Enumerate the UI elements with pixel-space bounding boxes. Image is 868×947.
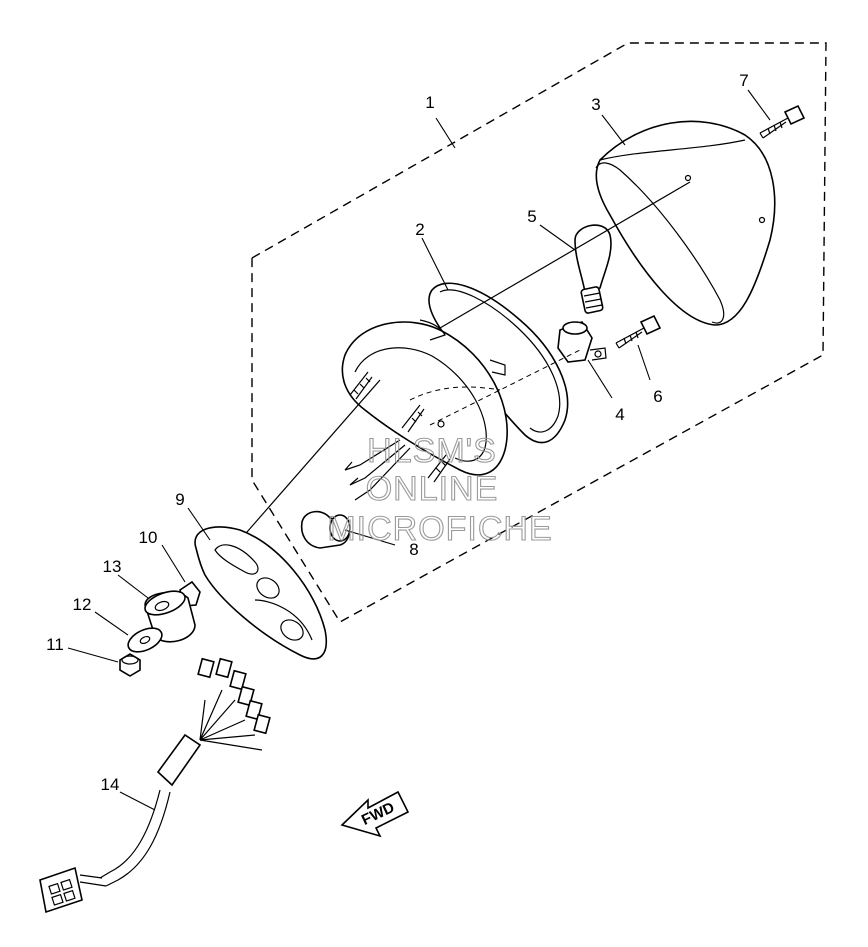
screw-part-6: [615, 314, 662, 349]
washer-part-12: [127, 627, 163, 653]
watermark-line-2: ONLINE: [366, 470, 499, 508]
callout-5: 5: [527, 207, 536, 226]
callout-12: 12: [73, 595, 92, 614]
wire-harness-part-14: [39, 657, 271, 914]
callout-7: 7: [739, 71, 748, 90]
damper-part-13: [144, 590, 196, 643]
watermark: HLSM'S ONLINE MICROFICHE: [327, 431, 552, 548]
watermark-line-1: HLSM'S: [367, 432, 497, 470]
lens-part-3: [595, 120, 776, 326]
fwd-arrow-badge: FWD: [340, 790, 410, 838]
watermark-line-3: MICROFICHE: [327, 510, 552, 548]
callout-3: 3: [591, 95, 600, 114]
callout-14: 14: [101, 775, 120, 794]
leader-lines: [67, 89, 771, 811]
grommet-part-8: [300, 510, 351, 549]
nut-part-11: [119, 653, 141, 677]
bulb-part-5: [574, 224, 612, 314]
callout-8: 8: [409, 540, 418, 559]
housing-body: [341, 319, 581, 501]
callout-4: 4: [615, 405, 624, 424]
callout-10: 10: [139, 528, 158, 547]
callout-9: 9: [175, 490, 184, 509]
callout-6: 6: [653, 387, 662, 406]
callout-13: 13: [103, 557, 122, 576]
callout-2: 2: [415, 220, 424, 239]
callout-1: 1: [425, 93, 434, 112]
base-plate-part-9: [194, 526, 327, 660]
socket-part-4: [557, 321, 607, 363]
screw-part-7: [759, 104, 806, 139]
callout-11: 11: [46, 635, 64, 654]
